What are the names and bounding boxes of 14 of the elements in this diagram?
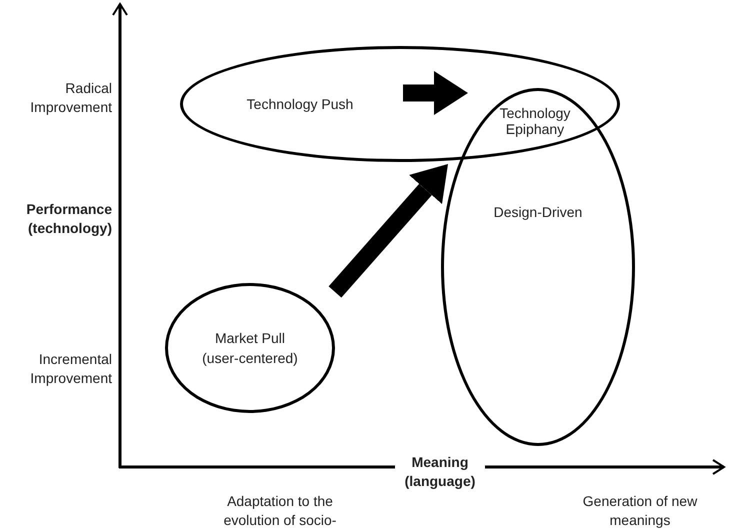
arrow xyxy=(403,71,468,115)
axis-label: Generation of new meanings xyxy=(582,492,698,530)
axis-label: Incremental Improvement xyxy=(29,350,112,388)
axis-label: Adaptation to the evolution of socio- xyxy=(222,492,338,530)
ellipse-region xyxy=(165,283,335,413)
region-label: Market Pull (user-centered) xyxy=(201,329,299,368)
axis-label: Radical Improvement xyxy=(29,79,112,117)
region-label: Design-Driven xyxy=(494,203,582,222)
ellipse-region xyxy=(180,46,620,162)
region-label: Technology Epiphany xyxy=(445,93,625,188)
arrow xyxy=(328,164,448,298)
ellipse-region xyxy=(441,88,635,446)
axis-title: Performance (technology) xyxy=(25,200,112,238)
region-label: Technology Push xyxy=(246,95,354,114)
